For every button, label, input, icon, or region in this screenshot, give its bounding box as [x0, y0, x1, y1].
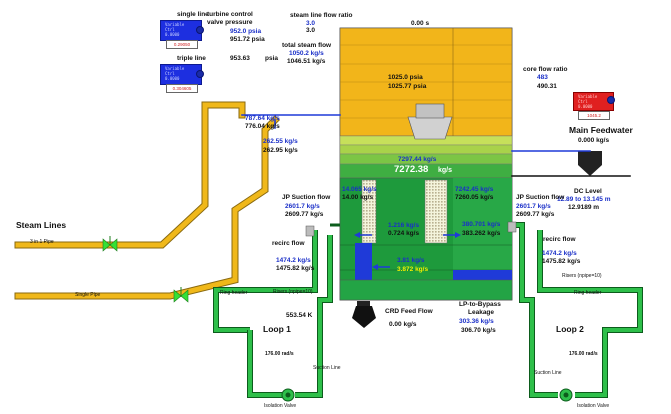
turbine-title-2: valve pressure — [207, 19, 253, 26]
core-flow-unit: kg/s — [438, 167, 453, 174]
crd-feed-flow-value: 0.00 kg/s — [389, 321, 417, 328]
recirc-loop-2-piping — [512, 222, 643, 398]
recirc-pump-2[interactable] — [559, 388, 573, 402]
crd-feed-flow-label: CRD Feed Flow — [385, 308, 433, 315]
single-line-readout: 0.29050 — [166, 40, 198, 49]
turbine-pressure: 953.63 — [230, 55, 250, 62]
main-feedwater-title: Main Feedwater — [569, 125, 633, 135]
main-feedwater-flow: 0.000 kg/s — [578, 137, 610, 144]
feedwater-tank — [578, 151, 602, 176]
feedwater-knob[interactable] — [607, 96, 615, 104]
jp-suction-right-setpoint: 2601.7 kg/s — [516, 203, 551, 210]
turbine-title-1: turbine control — [207, 11, 253, 18]
inner-flow-d-setpoint: 380.701 kg/s — [462, 221, 501, 228]
loop-2-suction-label: Suction Line — [534, 370, 562, 376]
steam-line-1-flow-setpoint: 787.64 kg/s — [245, 115, 280, 122]
core-flow-setpoint: 7297.44 kg/s — [398, 156, 437, 163]
ring-header-left-label: Ring header — [220, 290, 248, 296]
total-steam-flow-setpoint: 1050.2 kg/s — [289, 50, 324, 57]
steam-line-2-flow-setpoint: 262.55 kg/s — [263, 138, 298, 145]
triple-line-readout: 0.304605 — [166, 84, 198, 93]
triple-line-label: triple line — [177, 55, 206, 62]
jp-suction-left-label: JP Suction flow — [282, 194, 331, 201]
internal-flow-arrows — [354, 232, 461, 270]
jp-suction-right-actual: 2609.77 kg/s — [516, 211, 555, 218]
turbine-pressure-unit: psia — [265, 55, 279, 62]
inner-flow-d-actual: 383.262 kg/s — [462, 230, 501, 237]
bypass-actual: 306.70 kg/s — [461, 327, 496, 334]
reactor-vessel — [339, 27, 513, 301]
temperature-readout: 553.54 K — [286, 312, 313, 319]
recirc-pump-1[interactable] — [281, 388, 295, 402]
inner-flow-e-setpoint: 3.81 kg/s — [397, 257, 425, 264]
core-flow-ratio-setpoint: 483 — [537, 74, 548, 81]
inner-flow-a-actual: 14.00 kg/s — [342, 194, 374, 201]
dc-level-label: DC Level — [574, 188, 602, 195]
steam-line-2-flow-actual: 262.95 kg/s — [263, 147, 298, 154]
bypass-setpoint: 303.36 kg/s — [459, 318, 494, 325]
recirc-right-actual: 1475.82 kg/s — [542, 258, 581, 265]
dc-level-range: 12.89 to 13.145 m — [557, 196, 611, 203]
steam-isolation-valve-lower[interactable] — [173, 287, 189, 303]
dc-level-value: 12.9189 m — [568, 204, 600, 211]
turbine-actual: 951.72 psia — [230, 36, 265, 43]
single-line-label: single line — [177, 11, 209, 18]
steam-line-flow-ratio-actual: 3.0 — [306, 27, 316, 34]
loop-2-speed: 176.00 rad/s — [569, 351, 598, 357]
single-pipe-label: Single Pipe — [75, 292, 101, 298]
bypass-label-2: Leakage — [468, 309, 495, 316]
steam-line-flow-ratio-setpoint: 3.0 — [306, 20, 316, 27]
steam-isolation-valve-upper[interactable] — [102, 236, 118, 252]
recirc-left-actual: 1475.82 kg/s — [276, 265, 315, 272]
recirc-right-setpoint: 1474.2 kg/s — [542, 250, 577, 257]
dome-pressure-setpoint: 1025.0 psia — [388, 74, 423, 81]
dome-pressure-actual: 1025.77 psia — [388, 83, 427, 90]
steam-lines-title: Steam Lines — [16, 220, 67, 230]
recirc-loop-1-piping — [213, 223, 340, 398]
inner-flow-c-actual: 0.724 kg/s — [388, 230, 420, 237]
single-line-knob[interactable] — [196, 26, 204, 34]
inner-flow-b-setpoint: 7242.45 kg/s — [455, 186, 494, 193]
jp-suction-right-label: JP Suction flow — [516, 194, 565, 201]
loop-1-speed: 176.00 rad/s — [265, 351, 294, 357]
jet-pump-left — [305, 225, 315, 237]
core-flow-ratio-actual: 490.31 — [537, 83, 557, 90]
triple-line-knob[interactable] — [196, 70, 204, 78]
jet-pump-right — [507, 221, 517, 233]
risers-left-label: Risers (npipe=10) — [273, 289, 313, 295]
pipe-3in1-label: 3 in 1 Pipe — [30, 239, 54, 245]
bypass-label-1: LP-to-Bypass — [459, 301, 501, 308]
inner-flow-c-setpoint: 1.216 kg/s — [388, 222, 420, 229]
ring-header-right-label: Ring header — [574, 290, 602, 296]
total-steam-flow-label: total steam flow — [282, 42, 332, 49]
sim-time: 0.00 s — [411, 20, 430, 27]
loop-1-isolation-label: Isolation Valve — [264, 403, 297, 409]
inner-flow-a-setpoint: 14.065 kg/s — [342, 186, 377, 193]
feedwater-readout: 1045.2 — [578, 111, 610, 120]
steam-line-1-flow-actual: 776.04 kg/s — [245, 123, 280, 130]
core-flow-actual: 7272.38 — [394, 164, 429, 175]
loop-1-title: Loop 1 — [263, 324, 291, 334]
recirc-left-label: recirc flow — [272, 240, 305, 247]
turbine-setpoint: 952.0 psia — [230, 28, 262, 35]
risers-right-label: Risers (npipe=10) — [562, 273, 602, 279]
recirc-right-label: recirc flow — [543, 236, 576, 243]
steam-line-flow-ratio-label: steam line flow ratio — [290, 12, 353, 19]
jp-suction-left-setpoint: 2601.7 kg/s — [285, 203, 320, 210]
inner-flow-b-actual: 7260.05 kg/s — [455, 194, 494, 201]
core-flow-ratio-label: core flow ratio — [523, 66, 568, 73]
inner-flow-e-actual: 3.872 kg/s — [397, 266, 429, 273]
loop-2-isolation-label: Isolation Valve — [577, 403, 610, 409]
crd-housing — [352, 301, 376, 328]
loop-1-suction-label: Suction Line — [313, 365, 341, 371]
recirc-left-setpoint: 1474.2 kg/s — [276, 257, 311, 264]
jp-suction-left-actual: 2609.77 kg/s — [285, 211, 324, 218]
loop-2-title: Loop 2 — [556, 324, 584, 334]
total-steam-flow-actual: 1046.51 kg/s — [287, 58, 326, 65]
